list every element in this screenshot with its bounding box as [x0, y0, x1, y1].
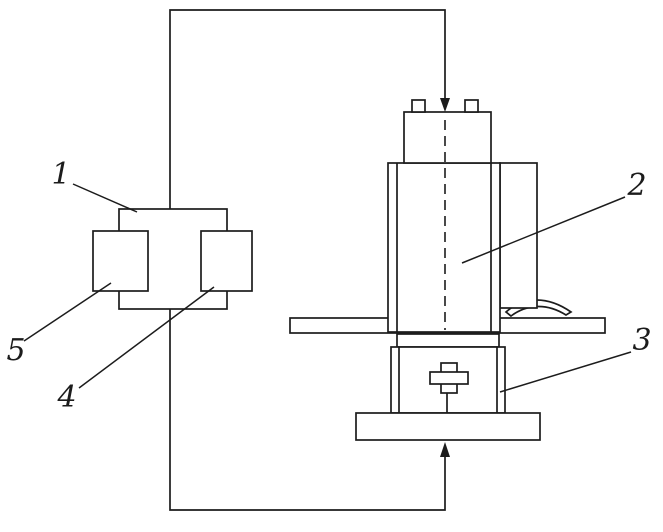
part-label-2: 2	[626, 168, 646, 203]
part-label-1: 1	[51, 157, 70, 192]
leader-line-4	[78, 286, 215, 389]
base-plate	[355, 412, 541, 441]
top-cap	[403, 111, 492, 164]
part-label-4: 4	[56, 380, 76, 415]
coil-assembly	[92, 208, 253, 310]
cylinder-body	[387, 162, 501, 333]
leader-line-1	[72, 183, 138, 213]
cylinder-outline	[387, 162, 501, 333]
leader-line-5	[23, 282, 112, 342]
right-winding-block	[200, 230, 253, 292]
arrow-down-icon	[440, 98, 450, 112]
top-bolt-left	[411, 99, 426, 113]
lower-fixture	[355, 333, 541, 441]
top-cap-assembly	[403, 99, 492, 164]
arrow-up-icon	[440, 442, 450, 457]
bolt-cross-horizontal	[429, 371, 469, 385]
part-label-3: 3	[632, 323, 651, 358]
top-bolt-right	[464, 99, 479, 113]
left-winding-block	[92, 230, 149, 292]
part-label-5: 5	[6, 333, 25, 368]
leader-line-3	[499, 351, 632, 393]
joint-strip	[396, 333, 500, 348]
leader-line-2	[461, 196, 626, 264]
